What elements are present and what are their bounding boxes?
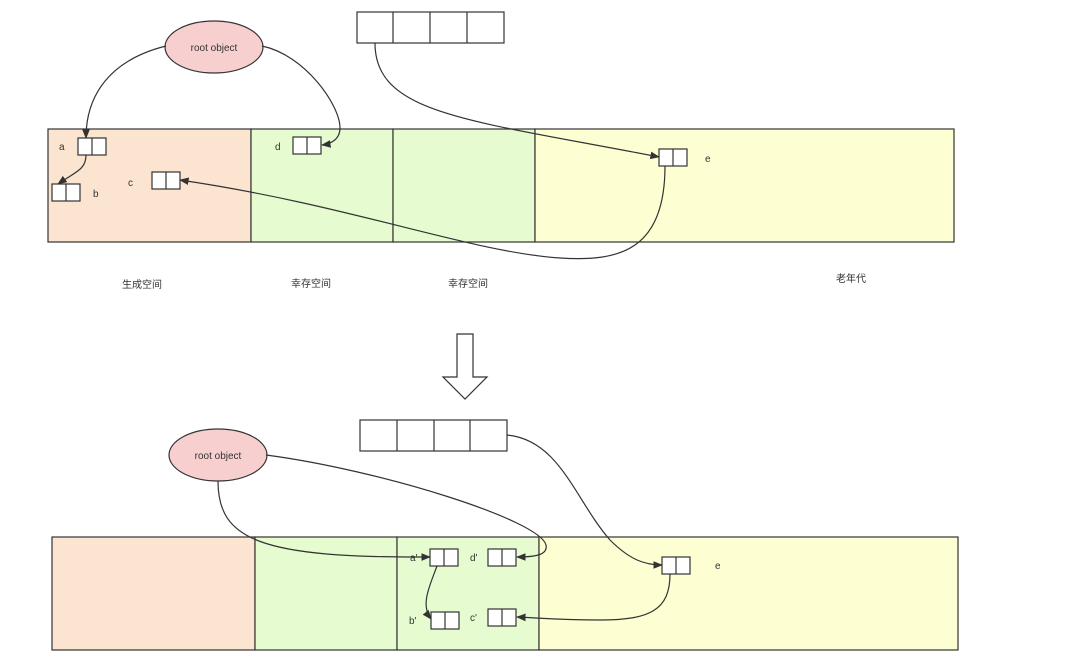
top-label-c: c [128,178,133,189]
bottom-label-d: d' [470,553,478,564]
top-ref-root-to-a [82,45,167,139]
bottom-remembered-set [359,419,508,452]
top-label-a: a [59,142,65,153]
bottom-object-d [487,548,517,567]
transition-down-arrow [441,333,489,400]
top-label-b: b [93,189,99,200]
top-root-object [164,20,264,74]
top-label-e: e [705,154,711,165]
top-caption-old: 老年代 [836,272,866,285]
bottom-old-region [538,536,959,651]
top-object-e [658,148,688,167]
top-diagram: root object a b c d e [47,11,955,291]
top-ref-root-to-d [261,45,341,148]
top-object-c [151,171,181,190]
bottom-label-b: b' [409,616,417,627]
top-object-d [292,136,322,155]
bottom-ref-root-to-a [217,480,431,561]
top-caption-eden: 生成空间 [122,278,162,291]
bottom-object-b [430,611,460,630]
bottom-ref-root-to-d [265,454,547,561]
top-object-b [51,183,81,202]
bottom-object-a [429,548,459,567]
top-label-d: d [275,142,281,153]
top-survivor-from-region [250,128,394,243]
bottom-survivor-from-region [254,536,398,651]
bottom-survivor-to-region [396,536,540,651]
top-ref-e-to-c [179,165,666,260]
bottom-ref-e-to-c [516,573,671,622]
bottom-object-c [487,608,517,627]
top-root-label: root object [191,43,238,54]
bottom-label-e: e [715,561,721,572]
bottom-label-c: c' [470,613,477,624]
top-caption-survivor-from: 幸存空间 [291,277,331,290]
top-old-region [534,128,955,243]
top-ref-a-to-b [57,154,87,185]
bottom-root-label: root object [195,451,242,462]
top-ref-set-to-e [374,42,660,160]
top-caption-survivor-to: 幸存空间 [448,277,488,290]
bottom-label-a: a' [410,553,418,564]
top-survivor-to-region [392,128,536,243]
bottom-diagram: root object a' d' b' c' e [51,419,959,651]
top-remembered-set [356,11,505,44]
top-object-a [77,137,107,156]
bottom-ref-a-to-b [422,565,438,620]
bottom-object-e [661,556,691,575]
bottom-eden-region [51,536,256,651]
bottom-ref-set-to-e [506,434,663,569]
